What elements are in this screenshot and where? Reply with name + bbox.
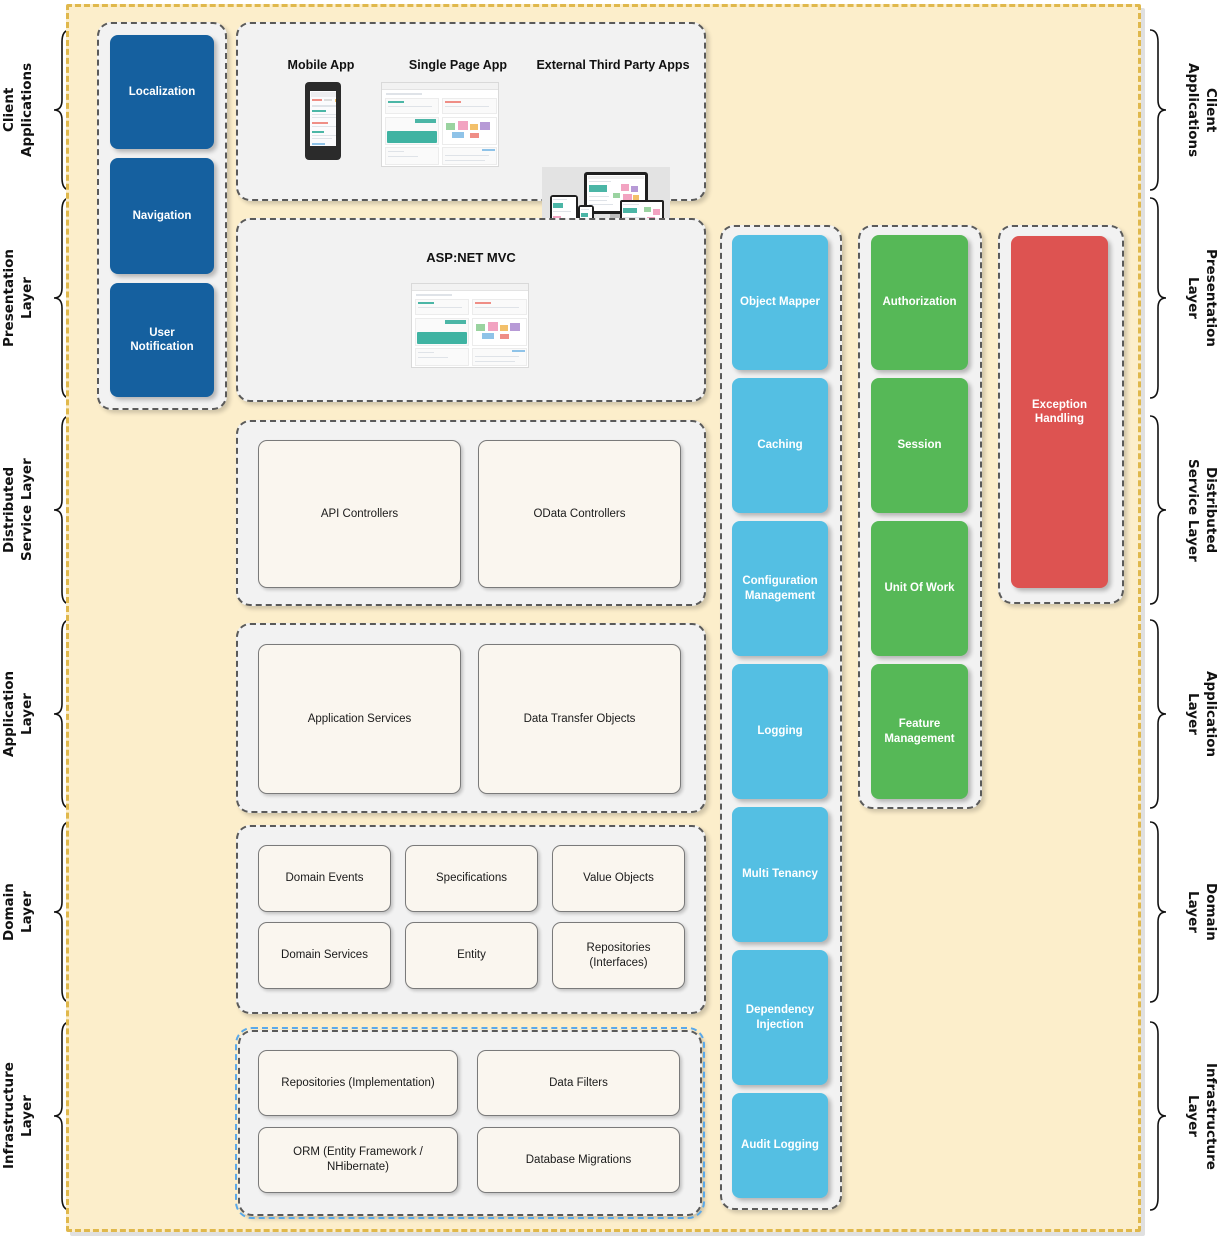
group-presentation-aspnet-mvc[interactable]: ASP:NET MVC <box>236 218 706 402</box>
group-domain-layer[interactable]: Domain Events Specifications Value Objec… <box>236 825 706 1014</box>
layer-label-right-application-layer: Application Layer <box>1184 670 1219 758</box>
layer-label-right-domain-layer: Domain Layer <box>1184 883 1219 941</box>
group-client-shared-components[interactable]: Localization Navigation User Notificatio… <box>97 22 227 410</box>
layer-label-right-client-applications: Client Applications <box>1184 62 1219 158</box>
tile-localization[interactable]: Localization <box>110 35 214 149</box>
tile-navigation[interactable]: Navigation <box>110 158 214 274</box>
layer-label-left-infrastructure-layer: Infrastructure Layer <box>1 1062 36 1170</box>
tile-repositories-implementation[interactable]: Repositories (Implementation) <box>258 1050 458 1116</box>
layer-label-left-application-layer: Application Layer <box>1 670 36 758</box>
tile-feature-management[interactable]: Feature Management <box>871 664 968 799</box>
phone-thumbnail <box>305 82 341 160</box>
tile-domain-services[interactable]: Domain Services <box>258 922 391 989</box>
tile-entity[interactable]: Entity <box>405 922 538 989</box>
tile-object-mapper[interactable]: Object Mapper <box>732 235 828 370</box>
group-application-layer[interactable]: Application Services Data Transfer Objec… <box>236 623 706 813</box>
layer-label-left-presentation-layer: Presentation Layer <box>1 248 36 348</box>
tile-specifications[interactable]: Specifications <box>405 845 538 912</box>
group-cross-cutting-cyan[interactable]: Object Mapper Caching Configuration Mana… <box>720 225 842 1210</box>
caption-mobile-app: Mobile App <box>287 58 355 72</box>
layer-label-left-distributed-service-layer: Distributed Service Layer <box>1 458 36 562</box>
tile-configuration-management[interactable]: Configuration Management <box>732 521 828 656</box>
group-infrastructure-layer[interactable]: Repositories (Implementation) Data Filte… <box>235 1027 705 1219</box>
tile-repositories-interfaces[interactable]: Repositories (Interfaces) <box>552 922 685 989</box>
tile-multi-tenancy[interactable]: Multi Tenancy <box>732 807 828 942</box>
dashboard-thumbnail-mvc <box>411 283 529 368</box>
tile-data-filters[interactable]: Data Filters <box>477 1050 680 1116</box>
tile-user-notification[interactable]: User Notification <box>110 283 214 397</box>
tile-api-controllers[interactable]: API Controllers <box>258 440 461 588</box>
title-aspnet-mvc: ASP:NET MVC <box>426 250 516 265</box>
tile-exception-handling[interactable]: Exception Handling <box>1011 236 1108 588</box>
right-braces <box>1149 29 1167 1211</box>
layer-label-right-infrastructure-layer: Infrastructure Layer <box>1184 1062 1219 1170</box>
group-cross-cutting-red[interactable]: Exception Handling <box>998 225 1124 604</box>
layer-label-right-presentation-layer: Presentation Layer <box>1184 248 1219 348</box>
tile-authorization[interactable]: Authorization <box>871 235 968 370</box>
group-cross-cutting-green[interactable]: Authorization Session Unit Of Work Featu… <box>858 225 982 809</box>
group-distributed-service-layer[interactable]: API Controllers OData Controllers <box>236 420 706 606</box>
tile-application-services[interactable]: Application Services <box>258 644 461 794</box>
layer-label-left-domain-layer: Domain Layer <box>1 883 36 941</box>
left-braces <box>53 29 71 1211</box>
group-client-applications[interactable]: Mobile App Single Page App External Thir… <box>236 22 706 247</box>
tile-audit-logging[interactable]: Audit Logging <box>732 1093 828 1198</box>
tile-value-objects[interactable]: Value Objects <box>552 845 685 912</box>
tile-caching[interactable]: Caching <box>732 378 828 513</box>
tile-domain-events[interactable]: Domain Events <box>258 845 391 912</box>
tile-logging[interactable]: Logging <box>732 664 828 799</box>
tile-orm[interactable]: ORM (Entity Framework / NHibernate) <box>258 1127 458 1193</box>
tile-database-migrations[interactable]: Database Migrations <box>477 1127 680 1193</box>
tile-dependency-injection[interactable]: Dependency Injection <box>732 950 828 1085</box>
tile-data-transfer-objects[interactable]: Data Transfer Objects <box>478 644 681 794</box>
tile-unit-of-work[interactable]: Unit Of Work <box>871 521 968 656</box>
caption-single-page-app: Single Page App <box>408 58 508 72</box>
tile-odata-controllers[interactable]: OData Controllers <box>478 440 681 588</box>
tile-session[interactable]: Session <box>871 378 968 513</box>
dashboard-thumbnail-spa <box>381 82 499 167</box>
layer-label-left-client-applications: Client Applications <box>1 62 36 158</box>
caption-external-third-party-apps: External Third Party Apps <box>536 58 690 72</box>
layer-label-right-distributed-service-layer: Distributed Service Layer <box>1184 458 1219 562</box>
